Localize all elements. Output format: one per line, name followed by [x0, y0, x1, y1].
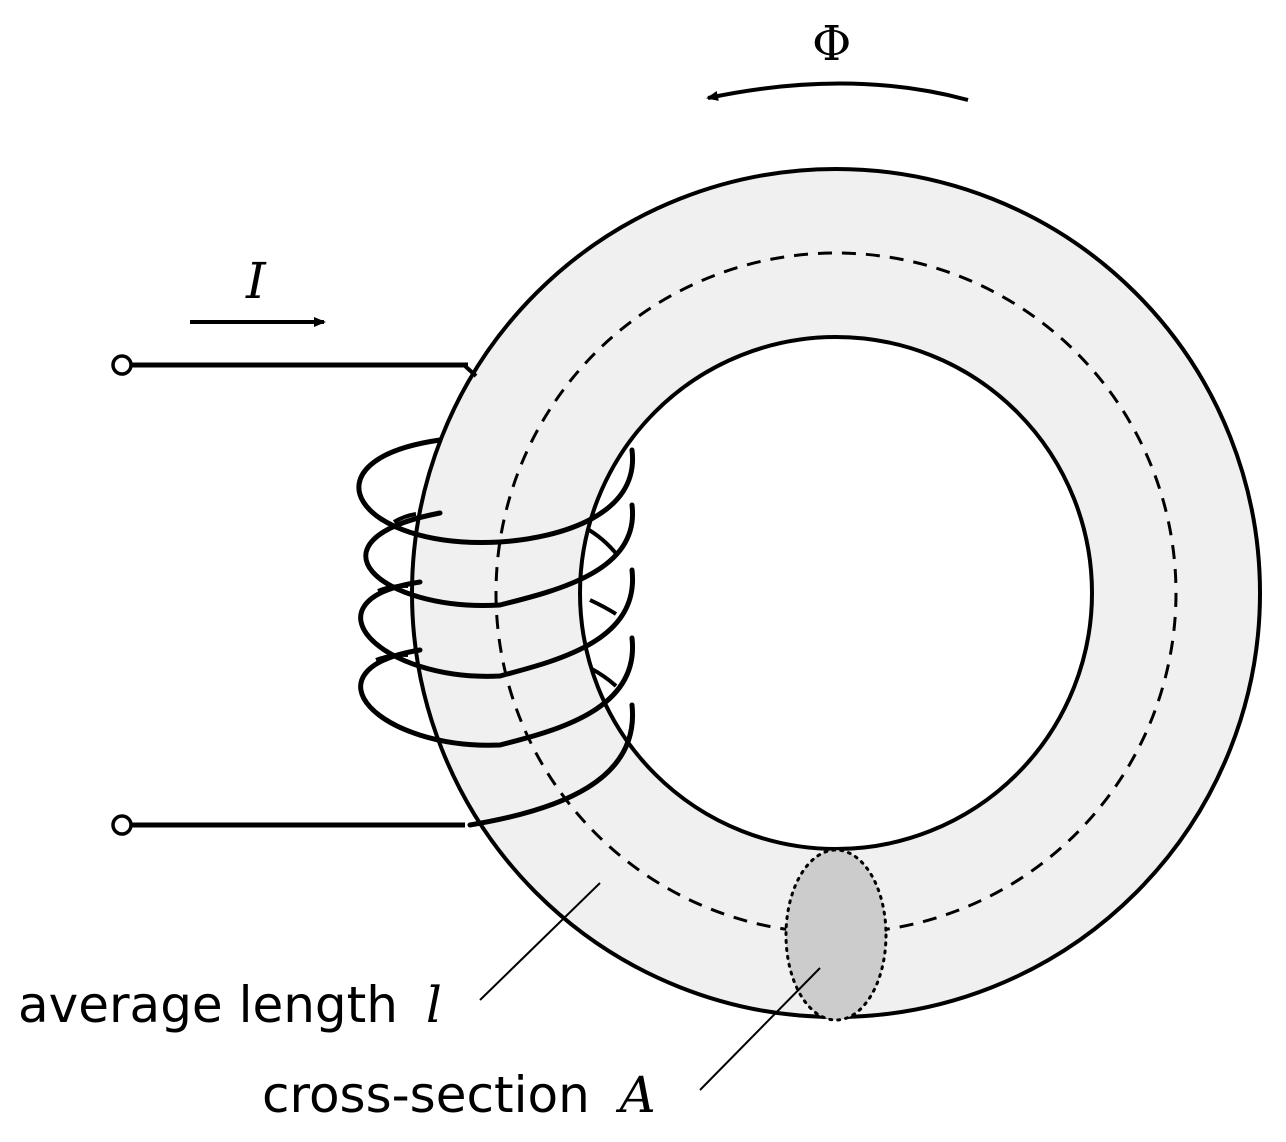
cross-section-ellipse: [784, 848, 888, 1022]
cross-section-leader: [699, 967, 821, 1091]
average-length-leader: [479, 882, 601, 1001]
average-length-symbol: l: [426, 976, 442, 1034]
coil-turn-4: [358, 635, 635, 748]
upper-lead-drop: [462, 363, 478, 378]
coil-turn-3: [358, 567, 635, 679]
average-length-label: average length l: [18, 976, 442, 1034]
cross-section-text: cross-section: [262, 1066, 590, 1124]
lower-terminal: [111, 814, 133, 836]
upper-terminal: [111, 354, 133, 376]
toroid-core: [412, 169, 1260, 1017]
toroid-inner-edge: [578, 335, 1094, 851]
cross-section-symbol: A: [616, 1066, 656, 1124]
cross-section-label: cross-section A: [262, 1066, 656, 1124]
coil-turn-5: [467, 702, 635, 828]
average-length-text: average length: [18, 976, 398, 1034]
flux-arrow: [706, 81, 969, 102]
coil-turn-1: [356, 437, 635, 545]
coil-turn-2: [363, 502, 635, 608]
coil-leads: [111, 354, 478, 836]
flux-label: Φ: [812, 16, 851, 72]
current-label: I: [245, 252, 267, 310]
coil-winding: [356, 437, 635, 828]
